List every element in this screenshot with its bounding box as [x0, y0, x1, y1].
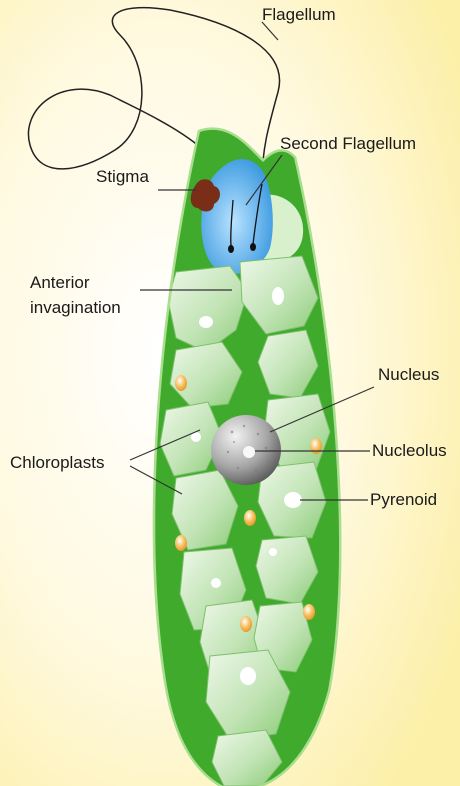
label-stigma: Stigma: [96, 166, 149, 187]
label-nucleus: Nucleus: [378, 364, 439, 385]
nucleolus-body: [243, 446, 255, 458]
basal-body: [228, 245, 234, 253]
pyrenoid-body: [211, 578, 221, 588]
label-nucleolus: Nucleolus: [372, 440, 458, 461]
pyrenoid-body: [240, 667, 256, 685]
pyrenoid-body: [199, 316, 213, 328]
granule: [303, 604, 315, 620]
pyrenoid-body: [272, 287, 284, 305]
pyrenoid-body: [284, 492, 302, 508]
label-chloroplasts: Chloroplasts: [10, 452, 105, 473]
granule: [175, 535, 187, 551]
label-anterior-invagination-line2: invagination: [30, 297, 121, 318]
granule: [175, 375, 187, 391]
basal-body: [250, 243, 256, 251]
nucleus: [211, 415, 281, 485]
label-flagellum: Flagellum: [262, 4, 336, 25]
pyrenoid-body: [269, 548, 277, 556]
label-pyrenoid: Pyrenoid: [370, 489, 437, 510]
granule: [240, 616, 252, 632]
granule: [244, 510, 256, 526]
label-anterior-invagination-line1: Anterior: [30, 272, 90, 293]
label-second-flagellum: Second Flagellum: [280, 133, 416, 154]
